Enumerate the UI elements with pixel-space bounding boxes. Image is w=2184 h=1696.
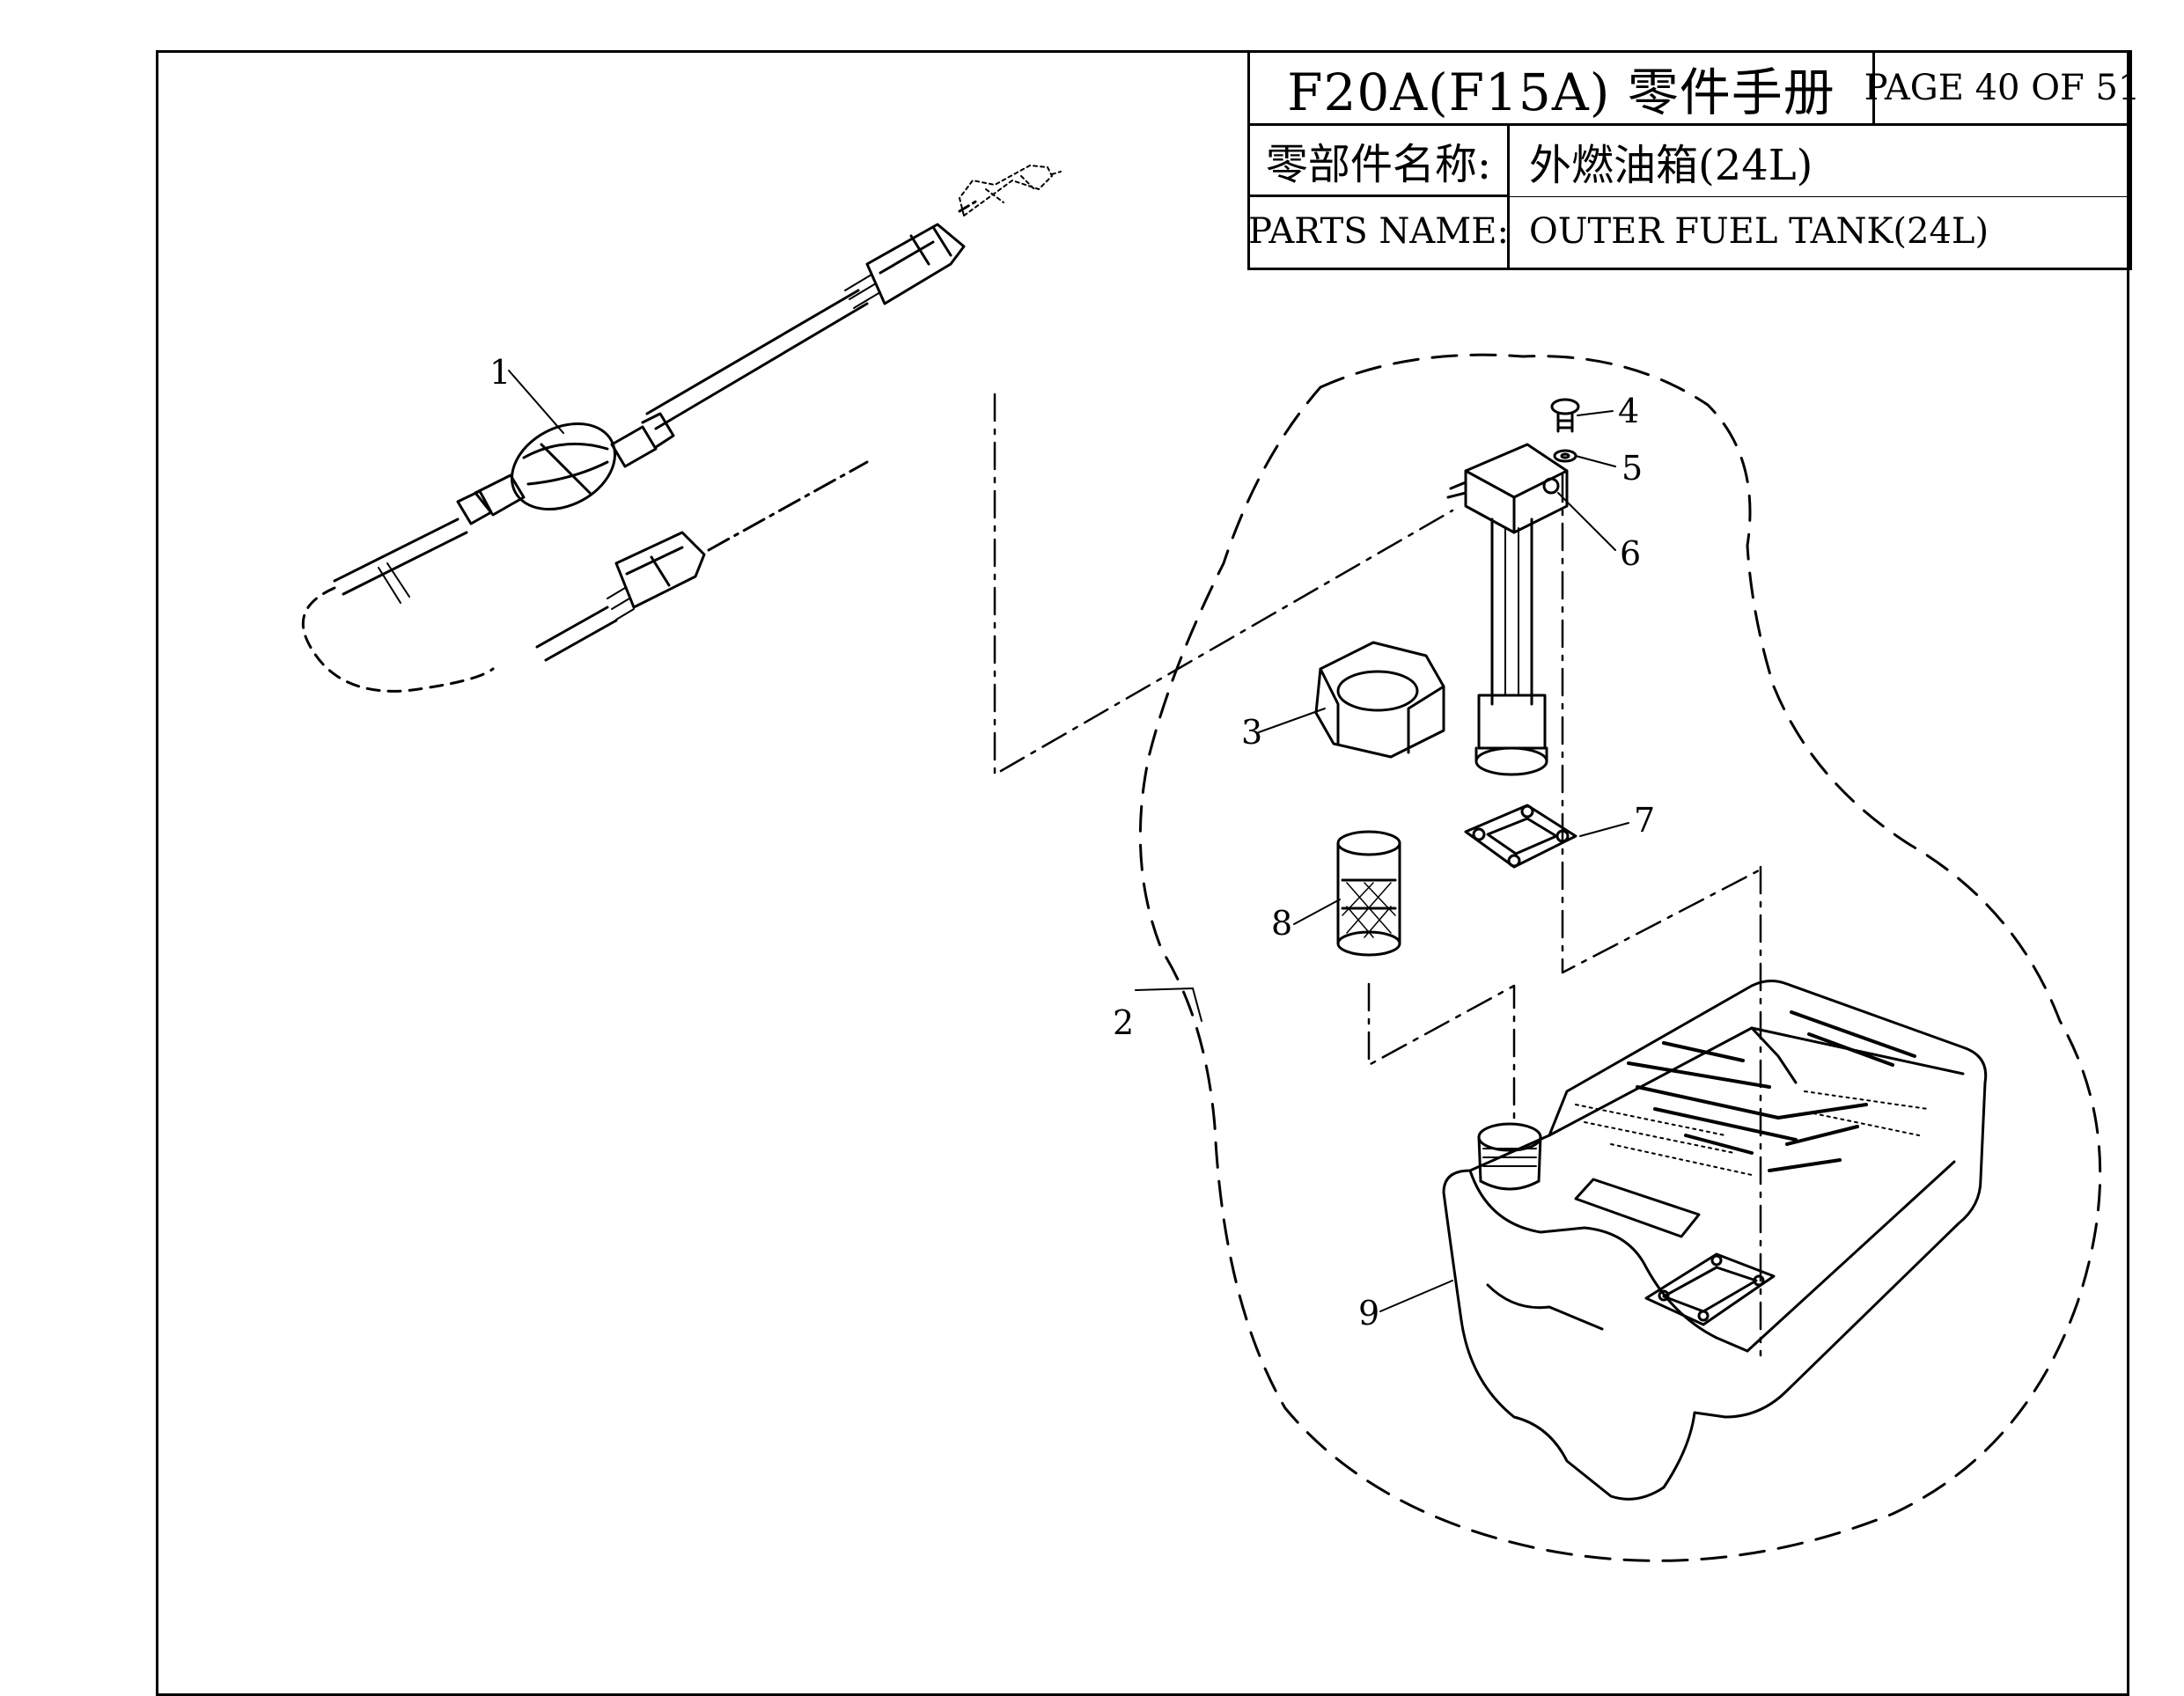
washer [1553, 449, 1577, 463]
fuel-tank [1442, 980, 1988, 1501]
fuel-gauge-pickup [1446, 443, 1569, 776]
parts-name-label-en: PARTS NAME: [1247, 195, 1510, 270]
callout-4: 4 [1618, 392, 1639, 430]
engine-fitting [959, 165, 1062, 217]
parts-name-value-en: OUTER FUEL TANK(24L) [1507, 195, 2132, 270]
callout-1: 1 [489, 353, 511, 392]
strainer [1336, 830, 1401, 957]
callout-8: 8 [1271, 904, 1292, 943]
leader-lines [508, 370, 1629, 1312]
callout-3: 3 [1241, 713, 1262, 752]
parts-name-value-cn: 外燃油箱(24L) [1507, 123, 2132, 197]
callout-5: 5 [1621, 449, 1643, 488]
callout-7: 7 [1634, 801, 1655, 840]
engine-connector [865, 223, 966, 305]
callout-6: 6 [1620, 534, 1641, 573]
tank-assembly-outline [1138, 353, 2102, 1562]
gasket [1464, 804, 1577, 869]
tank-connector [614, 531, 706, 609]
primer-bulb [456, 412, 675, 525]
title-block: F20A(F15A) 零件手册 PAGE 40 OF 51 零部件名称: 外燃油… [1247, 50, 2140, 270]
screw [1550, 398, 1580, 433]
connection-lines [993, 393, 1762, 1357]
callout-numbers: 1 2 3 4 5 6 7 8 9 [489, 353, 1655, 1333]
fuel-hose-assembly [301, 165, 1062, 693]
filter-cap [1314, 641, 1445, 759]
callout-2: 2 [1113, 1003, 1134, 1042]
callout-9: 9 [1358, 1294, 1379, 1333]
parts-name-label-cn: 零部件名称: [1247, 123, 1510, 197]
